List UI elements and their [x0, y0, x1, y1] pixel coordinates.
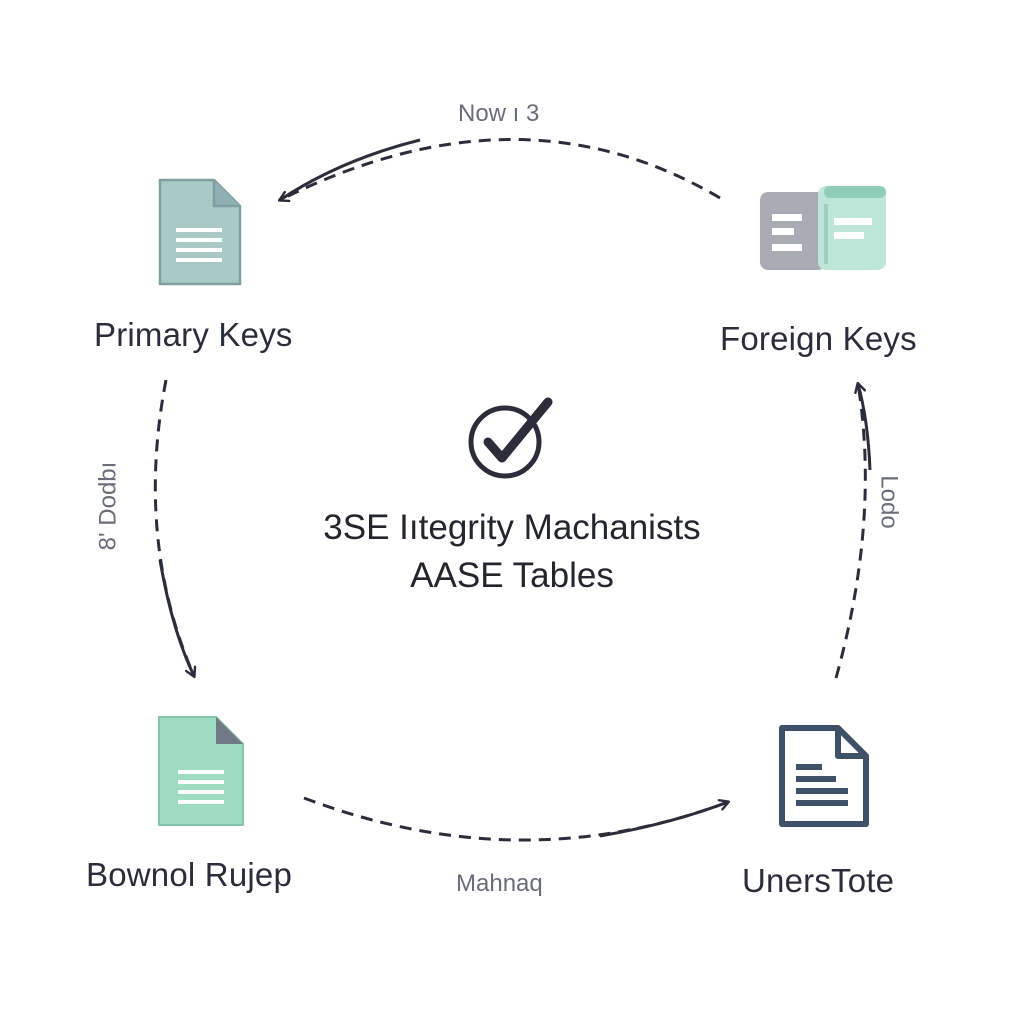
table-panel-icon — [760, 186, 886, 270]
center-title-line-2: AASE Tables — [410, 556, 614, 595]
arrow-left — [153, 379, 196, 677]
edge-label-bottom: Mahnaq — [456, 870, 543, 897]
document-icon — [158, 178, 242, 286]
arrow-bottom — [303, 796, 729, 842]
arrow-top — [279, 138, 721, 202]
checkmark-circle-icon — [468, 397, 553, 479]
edge-label-top: Now ı 3 — [458, 100, 540, 127]
node-label-primary-keys: Primary Keys — [94, 316, 293, 353]
edge-label-left: 8' Dodbı — [94, 461, 122, 551]
document-outline-icon — [779, 725, 869, 827]
node-label-bownol-rujep: Bownol Rujep — [86, 856, 293, 893]
node-label-foreign-keys: Foreign Keys — [720, 320, 917, 357]
node-label-unerstote: UnersTote — [742, 862, 895, 899]
arrow-right — [834, 383, 867, 679]
edge-label-right: Lodo — [875, 475, 903, 529]
document-icon — [158, 716, 244, 826]
center-title-line-1: 3SE Iıtegrity Machanists — [323, 508, 701, 547]
